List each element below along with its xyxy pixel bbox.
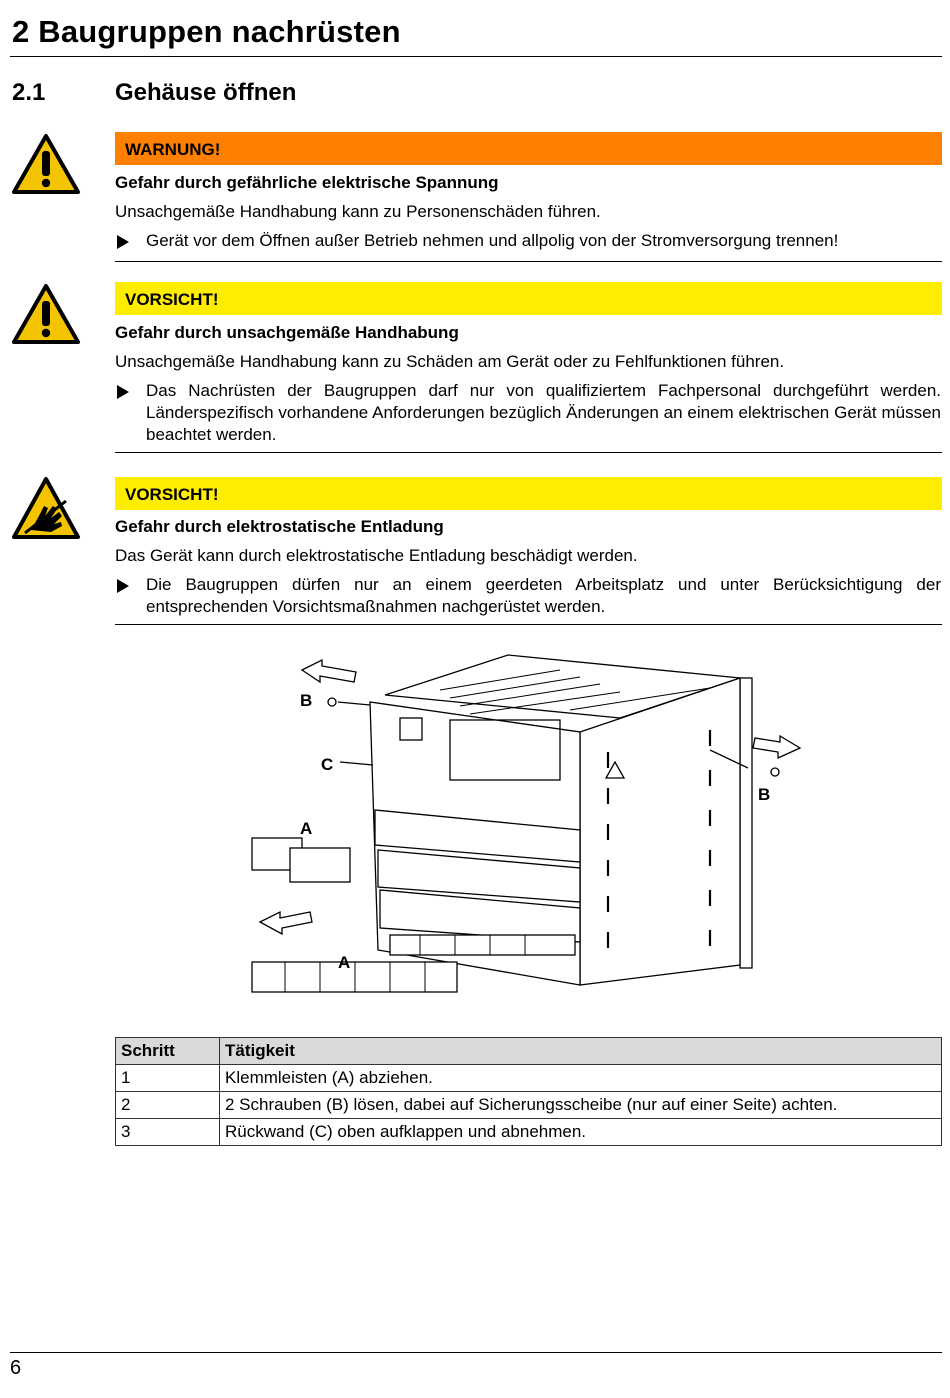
label-c: C [321,755,333,774]
step-activity: 2 Schrauben (B) lösen, dabei auf Sicheru… [219,1091,942,1119]
step-number: 3 [115,1118,220,1146]
bullet-arrow-icon [117,235,129,249]
table-row: 2 2 Schrauben (B) lösen, dabei auf Siche… [115,1091,942,1119]
header-step: Schritt [115,1037,220,1065]
notice-instruction: Gerät vor dem Öffnen außer Betrieb nehme… [115,230,941,252]
esd-hand-icon [12,477,80,539]
signal-word-banner: VORSICHT! [115,282,942,315]
notice-instruction: Die Baugruppen dürfen nur an einem geerd… [115,574,941,618]
step-number: 1 [115,1064,220,1092]
footer-rule [10,1352,942,1353]
table-row: 3 Rückwand (C) oben aufklappen und abneh… [115,1118,942,1146]
notice-text: Unsachgemäße Handhabung kann zu Schäden … [115,352,785,371]
signal-word-banner: VORSICHT! [115,477,942,510]
section-number: 2.1 [12,79,46,106]
notice-heading: Gefahr durch unsachgemäße Handhabung [115,323,459,342]
notice-rule [115,261,942,262]
instruction-text: Die Baugruppen dürfen nur an einem geerd… [146,575,941,616]
section-title: Gehäuse öffnen [115,79,297,106]
table-row: 1 Klemmleisten (A) abziehen. [115,1064,942,1092]
notice-rule [115,452,942,453]
notice-heading: Gefahr durch gefährliche elektrische Spa… [115,173,499,192]
notice-rule [115,624,942,625]
device-disassembly-figure: B B C A A [251,654,802,993]
page-number: 6 [10,1357,22,1379]
notice-text: Unsachgemäße Handhabung kann zu Personen… [115,202,601,221]
notice-heading: Gefahr durch elektrostatische Entladung [115,517,444,536]
table-header-row: Schritt Tätigkeit [115,1037,942,1065]
warning-triangle-icon [12,134,80,194]
label-b-right: B [758,785,770,804]
label-b-left: B [300,691,312,710]
bullet-arrow-icon [117,579,129,593]
signal-word-banner: WARNUNG! [115,132,942,165]
step-number: 2 [115,1091,220,1119]
chapter-rule [10,56,942,57]
step-activity: Klemmleisten (A) abziehen. [219,1064,942,1092]
instruction-text: Gerät vor dem Öffnen außer Betrieb nehme… [146,231,839,250]
step-activity: Rückwand (C) oben aufklappen und abnehme… [219,1118,942,1146]
notice-instruction: Das Nachrüsten der Baugruppen darf nur v… [115,380,941,446]
notice-text: Das Gerät kann durch elektrostatische En… [115,546,638,565]
header-activity: Tätigkeit [219,1037,942,1065]
instruction-text: Das Nachrüsten der Baugruppen darf nur v… [146,381,941,444]
warning-triangle-icon [12,284,80,344]
bullet-arrow-icon [117,385,129,399]
label-a-bottom: A [338,953,350,972]
steps-table: Schritt Tätigkeit 1 Klemmleisten (A) abz… [115,1037,942,1146]
chapter-title: 2 Baugruppen nachrüsten [12,14,401,49]
label-a-top: A [300,819,312,838]
